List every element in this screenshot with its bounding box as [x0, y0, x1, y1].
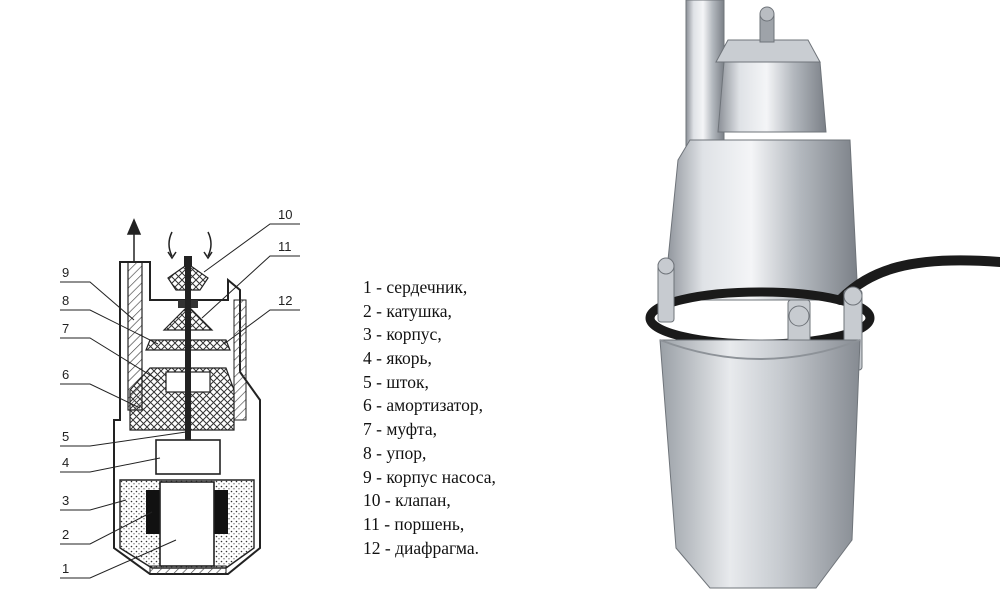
legend-item: 10 - клапан,: [363, 490, 451, 511]
callout-10: 10: [278, 207, 293, 222]
legend-item: 3 - корпус,: [363, 324, 442, 345]
shock-absorber-6: [129, 367, 235, 431]
coil-2: [146, 490, 228, 534]
legend-item: 7 - муфта,: [363, 419, 438, 440]
legend-item: 11 - поршень,: [363, 513, 465, 534]
upper-body: [663, 139, 859, 301]
outlet-pipe: [685, 0, 725, 151]
legend-item: 1 - сердечник,: [363, 277, 468, 297]
callout-9: 9: [62, 265, 70, 280]
legend-item: 12 - диафрагма.: [363, 537, 480, 558]
callout-2: 2: [62, 527, 70, 542]
legend-item: 9 - корпус насоса,: [363, 466, 496, 487]
callout-4: 4: [62, 455, 70, 470]
armature-4: [155, 439, 221, 475]
stem-5: [185, 266, 191, 446]
legend-item: 5 - шток,: [363, 371, 429, 392]
core-1: [159, 481, 215, 567]
outlet-arrow: [126, 218, 142, 262]
leader-lines: [60, 223, 300, 579]
legend-item: 4 - якорь,: [363, 348, 432, 369]
callout-11: 11: [278, 239, 292, 254]
legend-item: 6 - амортизатор,: [363, 395, 483, 416]
callout-3: 3: [62, 493, 70, 508]
callout-7: 7: [62, 321, 70, 336]
callout-12: 12: [278, 293, 293, 308]
top-cap: [715, 6, 827, 133]
power-cable: [835, 255, 1000, 305]
lower-body: [659, 339, 861, 589]
pump-product-photo: [645, 0, 1000, 589]
inlet-arrows: [167, 231, 213, 260]
parts-legend: 1 - сердечник, 2 - катушка, 3 - корпус, …: [363, 276, 496, 560]
callout-8: 8: [62, 293, 70, 308]
callout-6: 6: [62, 367, 70, 382]
legend-item: 2 - катушка,: [363, 300, 452, 321]
callout-1: 1: [62, 561, 70, 576]
callout-5: 5: [62, 429, 70, 444]
legend-item: 8 - упор,: [363, 442, 427, 463]
pump-cross-section-diagram: [60, 218, 300, 579]
